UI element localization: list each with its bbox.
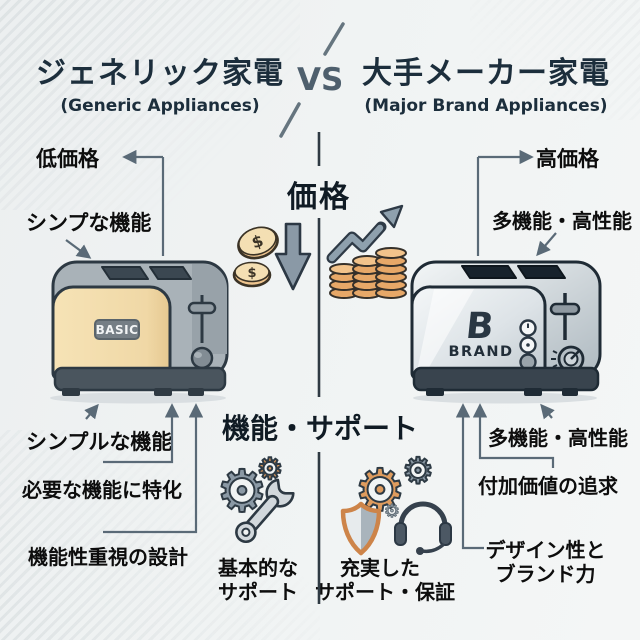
generic-toaster: BASIC: [50, 260, 229, 404]
svg-text:$: $: [247, 266, 256, 281]
label-multi-function-top: 多機能・高性能: [492, 209, 632, 233]
tiny-gear-icon: ⚙: [383, 501, 401, 522]
label-simple-function-bottom: シンプルな機能: [26, 430, 173, 454]
caption-basic-support-line1: 基本的な: [218, 556, 298, 580]
label-design-brand-line1: デザイン性と: [485, 538, 606, 562]
small-gear-icon: ⚙: [401, 451, 435, 492]
basic-badge-label: BASIC: [96, 323, 139, 337]
left-subtitle: (Generic Appliances): [60, 96, 260, 116]
brand-label: BRAND: [448, 344, 513, 360]
brand-logo-letter: B: [464, 305, 496, 347]
vs-label: VS: [297, 62, 344, 98]
brand-logo: B: [464, 305, 496, 347]
connector-lines: [65, 149, 557, 550]
label-low-price: 低価格: [36, 147, 99, 171]
small-gear-icon: ⚙: [256, 452, 285, 487]
toaster-knob: [190, 346, 214, 370]
coin-stacks-icon: [329, 247, 407, 299]
toaster-shadow: [50, 392, 226, 404]
shield-icon: [340, 501, 382, 556]
coins-falling-icon: $ $: [232, 226, 279, 288]
up-trend-arrow-icon: [326, 204, 404, 264]
toaster-feet: [62, 388, 204, 396]
caption-basic-support: 基本的な サポート: [203, 556, 313, 604]
toaster-base: [412, 366, 600, 392]
label-design-brand: デザイン性と ブランド力: [468, 538, 623, 586]
label-design-brand-line2: ブランド力: [495, 561, 596, 586]
basic-badge: [94, 319, 140, 340]
label-focused-functions: 必要な機能に特化: [22, 478, 182, 502]
label-added-value: 付加価値の追求: [478, 474, 618, 498]
label-functional-design: 機能性重視の設計: [28, 545, 188, 569]
label-multi-function-bottom: 多機能・高性能: [488, 426, 628, 450]
toaster-lever: [187, 301, 217, 315]
right-subtitle: (Major Brand Appliances): [364, 96, 608, 116]
right-title: 大手メーカー家電: [362, 56, 610, 91]
toaster-slots: [461, 265, 566, 279]
caption-full-support-line1: 充実した: [340, 556, 420, 580]
down-arrow-icon: [274, 222, 312, 291]
left-title: ジェネリック家電: [36, 56, 284, 91]
toaster-feet: [426, 388, 578, 396]
caption-full-support-line2: サポート・保証: [315, 579, 455, 604]
toaster-slots: [101, 266, 192, 280]
svg-text:$: $: [249, 231, 265, 253]
label-simple-function-top: シンプな機能: [26, 211, 152, 235]
label-high-price: 高価格: [536, 147, 599, 171]
toaster-lever: [549, 302, 581, 316]
toaster-knob-highlight: [194, 352, 202, 358]
brand-toaster: B BRAND: [410, 260, 602, 404]
toaster-face-gloss: [416, 289, 474, 376]
wrench-icon: [235, 478, 295, 544]
toaster-buttons: [519, 319, 537, 371]
price-heading: 価格: [287, 180, 351, 215]
vs-slash-icon: [279, 22, 345, 138]
toaster-shadow: [413, 392, 597, 404]
caption-full-support: 充実した サポート・保証: [315, 556, 455, 604]
toaster-base: [53, 366, 227, 392]
caption-basic-support-line2: サポート: [218, 579, 298, 604]
feature-support-heading: 機能・サポート: [221, 412, 418, 445]
headset-icon: [394, 501, 452, 555]
